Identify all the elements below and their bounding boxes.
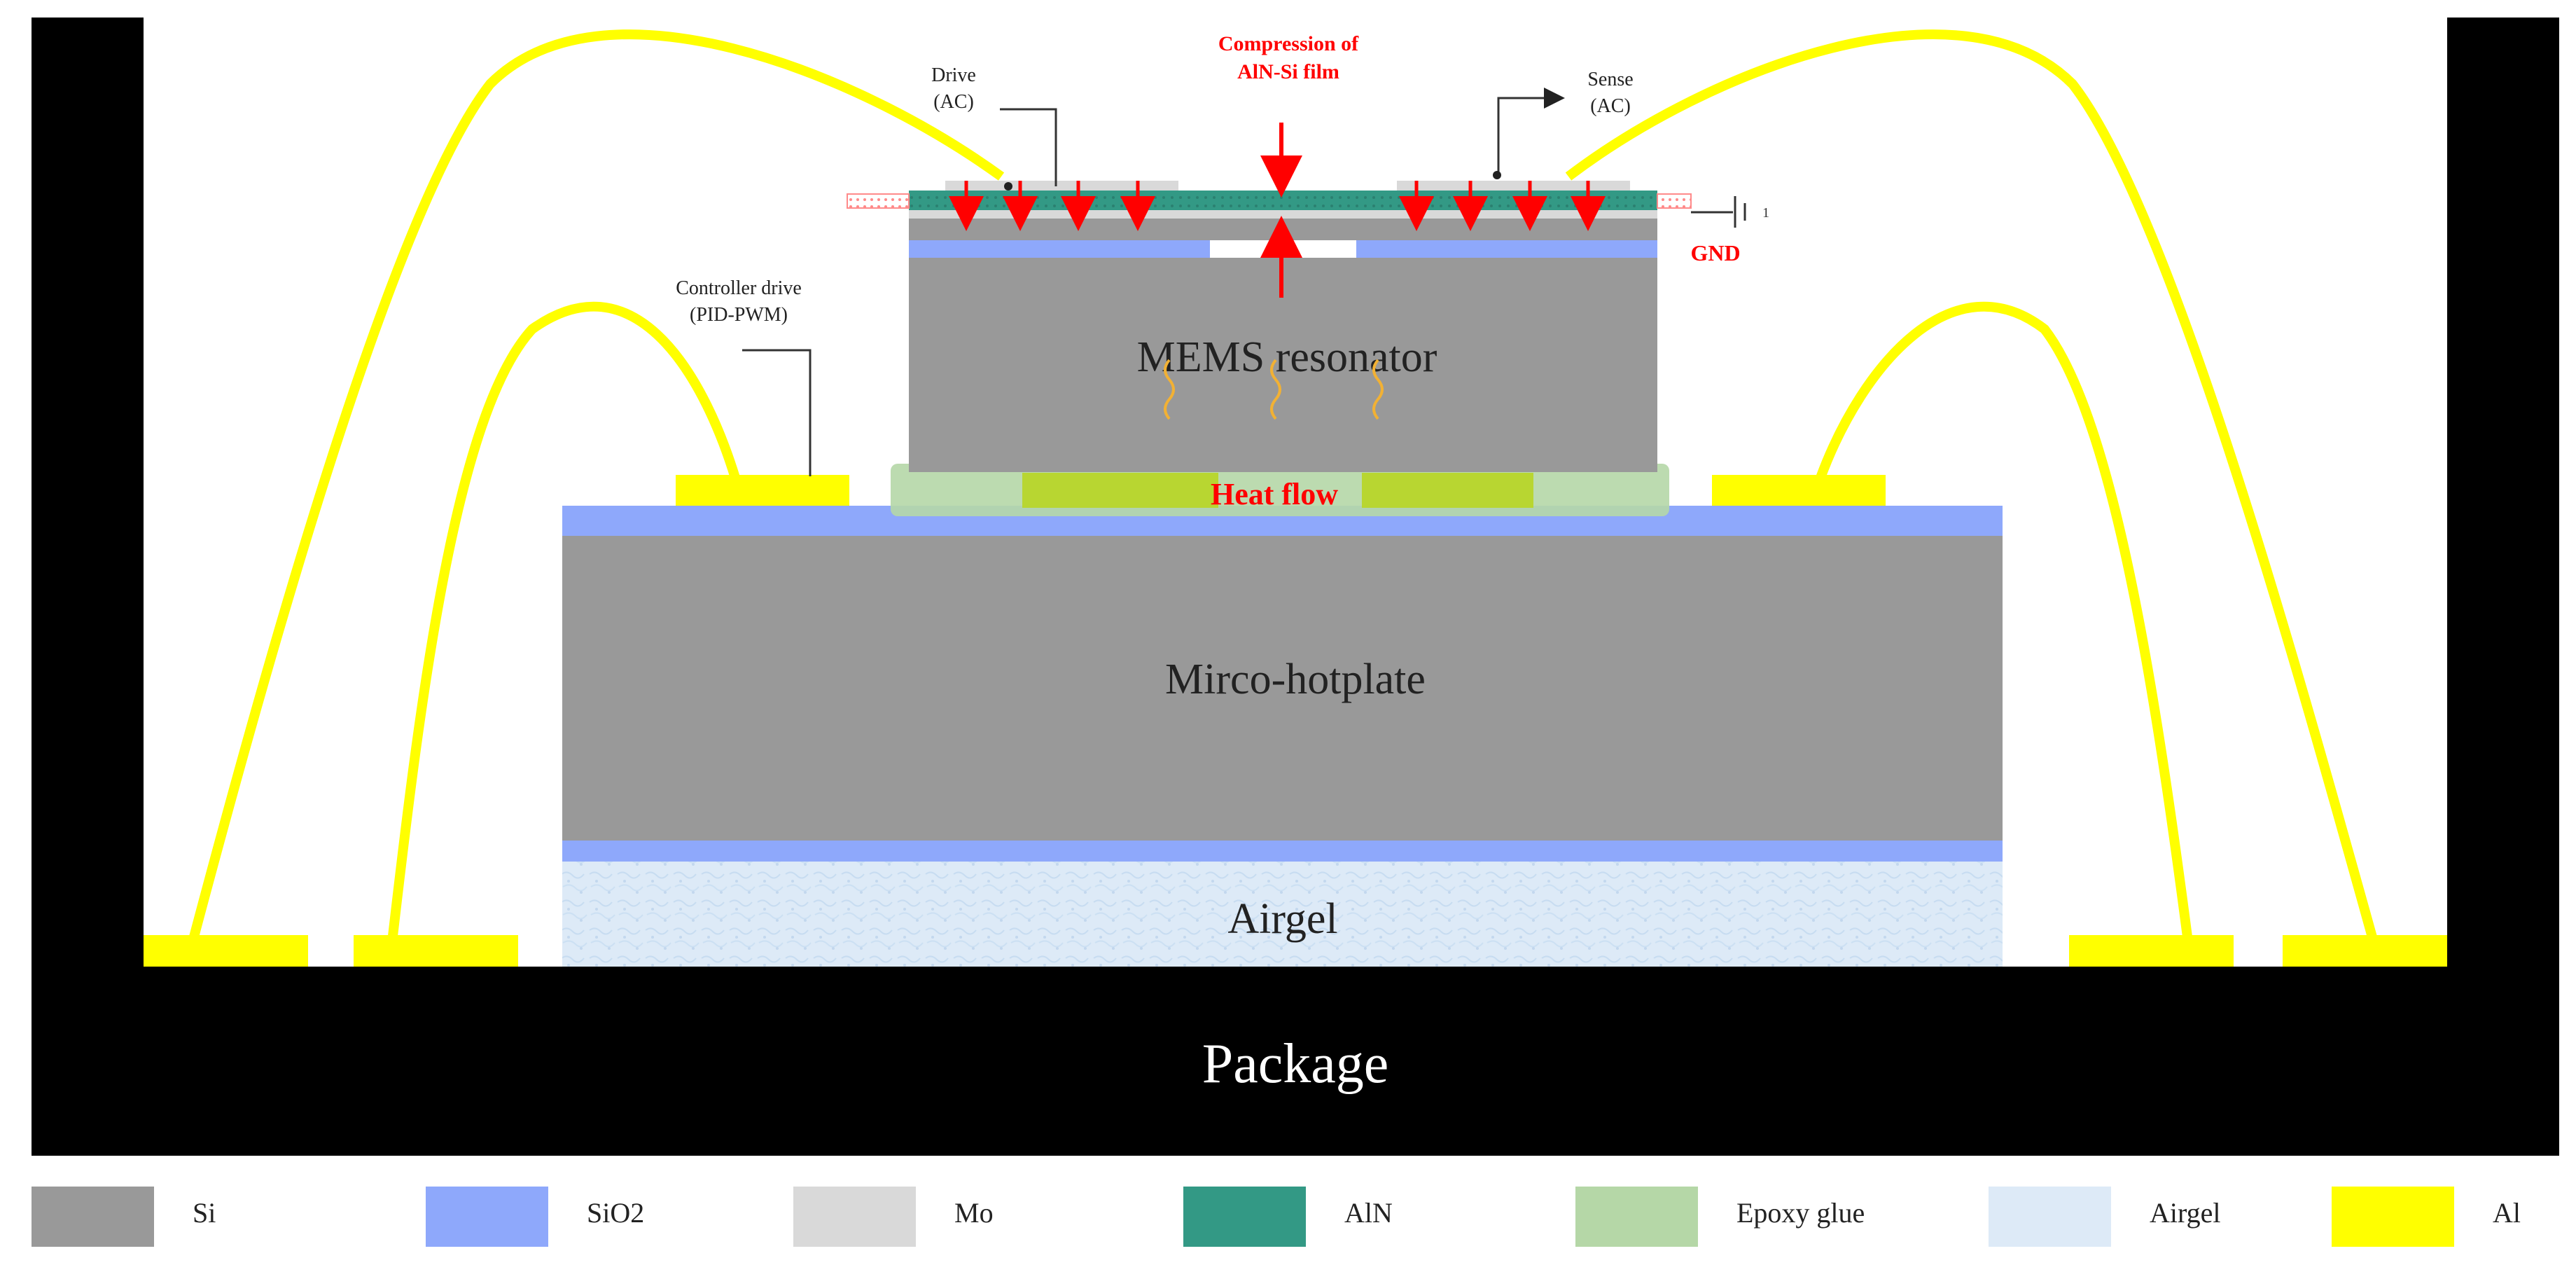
package-label: Package <box>1202 1033 1389 1095</box>
legend-label-al: Al <box>2493 1197 2521 1229</box>
legend-item-al: Al <box>2332 1181 2563 1251</box>
legend-swatch-al <box>2332 1187 2454 1247</box>
legend-label-si: Si <box>193 1197 216 1229</box>
al-pad-hotplate-right <box>1712 475 1886 506</box>
al-pad-bottom-1 <box>144 935 308 967</box>
stress-band-right <box>1657 193 1692 209</box>
bond-wire-outer-right <box>1565 29 2379 943</box>
heat-wave-1 <box>1164 359 1175 420</box>
al-pad-bottom-4 <box>2283 935 2447 967</box>
al-pad-bottom-2 <box>354 935 518 967</box>
hotplate-sio2-bottom <box>562 841 2003 862</box>
airgel-layer-label: Airgel <box>1227 895 1337 943</box>
legend-swatch-airgel <box>1989 1187 2111 1247</box>
legend: Si SiO2 Mo AlN Epoxy glue Airgel Al <box>0 1181 2576 1251</box>
sense-leader-line <box>1497 88 1565 172</box>
drive-label-line1: Drive <box>931 64 976 86</box>
legend-swatch-sio2 <box>426 1187 548 1247</box>
legend-label-epoxy: Epoxy glue <box>1736 1197 1865 1229</box>
bond-wire-inner-left <box>387 301 740 943</box>
legend-item-aln: AlN <box>1183 1181 1407 1251</box>
legend-swatch-mo <box>793 1187 916 1247</box>
legend-label-sio2: SiO2 <box>587 1197 645 1229</box>
legend-label-mo: Mo <box>954 1197 994 1229</box>
legend-item-airgel: Airgel <box>1989 1181 2269 1251</box>
sense-contact-dot <box>1493 171 1501 179</box>
gnd-label: GND <box>1690 240 1740 265</box>
legend-item-sio2: SiO2 <box>426 1181 657 1251</box>
controller-leader-line <box>742 349 812 476</box>
controller-label-line1: Controller drive <box>676 277 802 299</box>
legend-swatch-si <box>32 1187 154 1247</box>
legend-item-epoxy: Epoxy glue <box>1575 1181 1905 1251</box>
package-wall-right <box>2447 18 2559 970</box>
controller-label-line2: (PID-PWM) <box>690 304 788 326</box>
legend-swatch-aln <box>1183 1187 1306 1247</box>
bond-wire-outer-left <box>188 29 1005 943</box>
compression-label-line2: AlN-Si film <box>1237 60 1339 83</box>
hotplate-label: Mirco-hotplate <box>1165 656 1426 703</box>
package-base <box>32 967 2559 1156</box>
heat-wave-3 <box>1372 359 1384 420</box>
resonator-mo-top-right <box>1397 181 1630 191</box>
bond-wire-inner-right <box>1816 301 2193 943</box>
drive-leader-line <box>1000 108 1057 186</box>
epoxy-core-right <box>1362 473 1533 508</box>
legend-label-airgel: Airgel <box>2150 1197 2221 1229</box>
stress-arrows <box>949 181 1606 231</box>
resonator-label: MEMS resonator <box>1137 333 1437 381</box>
heat-wave-2 <box>1270 359 1281 420</box>
package-wall-left <box>32 18 144 970</box>
resonator-mo-top-left <box>945 181 1178 191</box>
gnd-mark: 1 <box>1762 205 1769 221</box>
al-pad-bottom-3 <box>2069 935 2234 967</box>
resonator-sio2-right <box>1356 240 1657 258</box>
legend-label-aln: AlN <box>1344 1197 1393 1229</box>
al-pad-hotplate-left <box>676 475 849 506</box>
legend-item-si: Si <box>32 1181 242 1251</box>
heat-flow-label: Heat flow <box>1211 477 1338 511</box>
airgel-layer <box>562 862 2003 967</box>
stress-band-left <box>847 193 910 209</box>
drive-label-line2: (AC) <box>933 91 974 113</box>
legend-swatch-epoxy <box>1575 1187 1698 1247</box>
sense-label-line2: (AC) <box>1590 95 1631 117</box>
sense-label-line1: Sense <box>1587 69 1633 90</box>
legend-item-mo: Mo <box>793 1181 1017 1251</box>
epoxy-core-left <box>1022 473 1218 508</box>
hotplate-si <box>562 536 2003 841</box>
compression-label-line1: Compression of <box>1218 32 1359 55</box>
drive-contact-dot <box>1004 182 1012 191</box>
resonator-sio2-left <box>909 240 1210 258</box>
